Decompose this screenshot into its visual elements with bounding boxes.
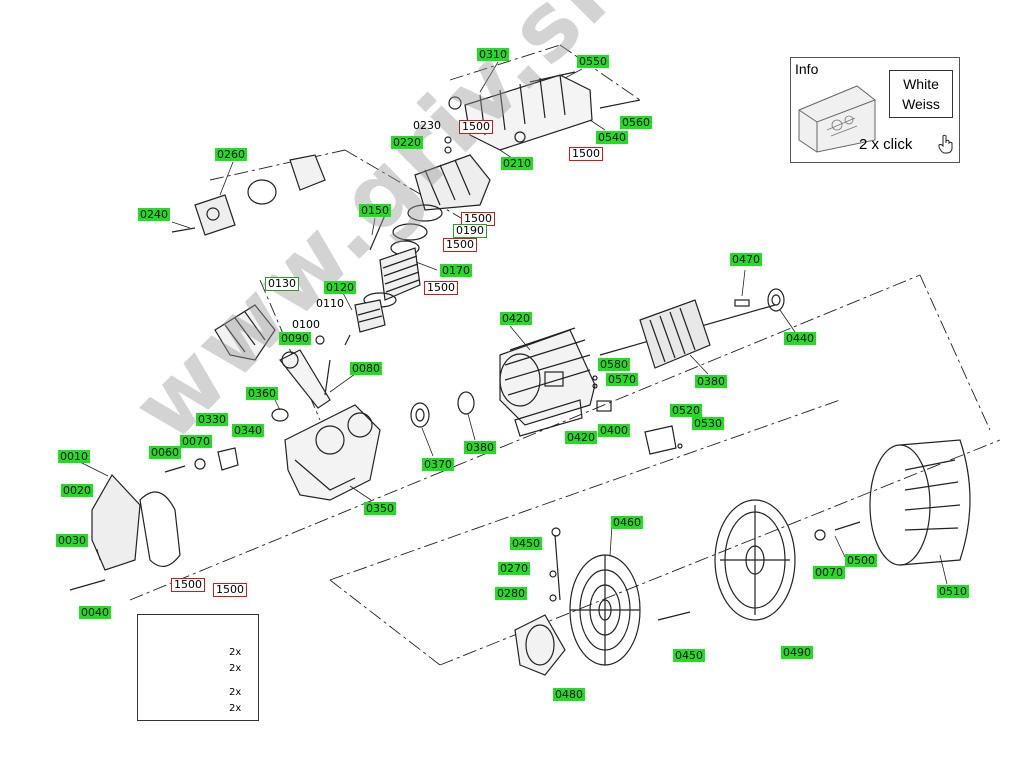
part-label-0210[interactable]: 0210 — [501, 157, 533, 170]
part-label-0080[interactable]: 0080 — [350, 362, 382, 375]
part-label-0090[interactable]: 0090 — [279, 332, 311, 345]
air-filter — [171, 154, 326, 236]
leader-lines — [79, 61, 948, 585]
part-label-0450-rod[interactable]: 0450 — [673, 649, 705, 662]
part-label-0240[interactable]: 0240 — [138, 208, 170, 221]
inset-qty-3: 2x — [229, 687, 242, 698]
inset-qty-1: 2x — [229, 647, 242, 658]
cylinder-head-manifold — [448, 71, 641, 151]
white-weiss-button[interactable]: White Weiss — [889, 70, 953, 118]
product-thumbnail[interactable] — [797, 80, 877, 154]
part-label-0230[interactable]: 0230 — [413, 119, 441, 132]
small-parts-left — [164, 408, 289, 473]
part-label-0570[interactable]: 0570 — [606, 373, 638, 386]
click-hint: 2 x click — [859, 136, 913, 153]
part-label-0120[interactable]: 0120 — [324, 281, 356, 294]
cylinder-left — [214, 304, 276, 361]
part-label-0480[interactable]: 0480 — [553, 688, 585, 701]
part-label-1500-plate[interactable]: 1500 — [443, 238, 477, 252]
part-label-0260[interactable]: 0260 — [215, 148, 247, 161]
part-label-1500-head[interactable]: 1500 — [459, 120, 493, 134]
part-label-0020[interactable]: 0020 — [61, 484, 93, 497]
part-label-0060[interactable]: 0060 — [149, 446, 181, 459]
part-label-0520[interactable]: 0520 — [670, 404, 702, 417]
info-title: Info — [795, 61, 819, 77]
part-label-0370[interactable]: 0370 — [422, 458, 454, 471]
part-label-0010[interactable]: 0010 — [58, 450, 90, 463]
part-label-1500-cylinder[interactable]: 1500 — [424, 281, 458, 295]
part-label-0510[interactable]: 0510 — [937, 585, 969, 598]
part-label-0380-bearing[interactable]: 0380 — [464, 441, 496, 454]
part-label-0310[interactable]: 0310 — [477, 48, 509, 61]
pointer-hand-icon — [938, 134, 953, 154]
part-label-0490[interactable]: 0490 — [781, 646, 813, 659]
fan-cover — [869, 439, 971, 566]
part-label-0580[interactable]: 0580 — [598, 358, 630, 371]
inset-qty-4: 2x — [229, 703, 242, 714]
part-label-0340[interactable]: 0340 — [232, 424, 264, 437]
part-label-0190[interactable]: 0190 — [453, 224, 487, 238]
cylinder-head — [414, 136, 491, 211]
info-panel: Info White Weiss 2 x click — [790, 57, 960, 163]
part-label-0470[interactable]: 0470 — [730, 253, 762, 266]
bearings — [410, 288, 785, 428]
part-label-0420-housing[interactable]: 0420 — [500, 312, 532, 325]
motor-end-shield — [514, 527, 566, 676]
part-label-0030[interactable]: 0030 — [56, 534, 88, 547]
part-label-0350[interactable]: 0350 — [364, 502, 396, 515]
button-label-english: White — [903, 76, 939, 92]
part-label-0550[interactable]: 0550 — [577, 55, 609, 68]
part-label-0360[interactable]: 0360 — [246, 387, 278, 400]
part-label-0270[interactable]: 0270 — [498, 562, 530, 575]
part-label-0070-upper[interactable]: 0070 — [180, 435, 212, 448]
part-label-0070-lower[interactable]: 0070 — [813, 566, 845, 579]
crankcase — [284, 404, 381, 501]
part-label-1500-cover[interactable]: 1500 — [171, 578, 205, 592]
part-label-0170[interactable]: 0170 — [440, 264, 472, 277]
part-label-0130[interactable]: 0130 — [265, 277, 299, 291]
part-label-0400[interactable]: 0400 — [598, 424, 630, 437]
part-label-0330[interactable]: 0330 — [196, 413, 228, 426]
gasket-set-inset: 2x 2x 2x 2x — [137, 614, 259, 721]
connecting-rod — [279, 349, 331, 409]
part-label-0100[interactable]: 0100 — [292, 318, 320, 331]
fan-guard — [569, 554, 691, 666]
piston-assembly — [315, 299, 386, 346]
motor-housing — [499, 327, 596, 437]
part-label-0540[interactable]: 0540 — [596, 131, 628, 144]
part-label-0280[interactable]: 0280 — [495, 587, 527, 600]
part-label-0220[interactable]: 0220 — [391, 136, 423, 149]
part-label-1500-manifold[interactable]: 1500 — [569, 147, 603, 161]
cylinder-barrel — [363, 247, 421, 308]
part-label-0500[interactable]: 0500 — [845, 554, 877, 567]
crankcase-cover — [69, 473, 181, 591]
inset-qty-2: 2x — [229, 663, 242, 674]
fan-wheel — [714, 499, 861, 621]
terminal-box-parts — [592, 375, 683, 455]
assembly-axis-lines — [129, 44, 1001, 666]
part-label-0460[interactable]: 0460 — [611, 516, 643, 529]
part-label-0420-base[interactable]: 0420 — [565, 431, 597, 444]
part-label-0560[interactable]: 0560 — [620, 116, 652, 129]
button-label-german: Weiss — [902, 96, 940, 112]
part-label-0450-bolt[interactable]: 0450 — [510, 537, 542, 550]
part-label-0040[interactable]: 0040 — [79, 606, 111, 619]
part-label-0440[interactable]: 0440 — [784, 332, 816, 345]
part-label-1500-inset[interactable]: 1500 — [213, 583, 247, 597]
part-label-0530[interactable]: 0530 — [692, 417, 724, 430]
part-label-0380-rotor[interactable]: 0380 — [695, 375, 727, 388]
part-label-0150[interactable]: 0150 — [359, 204, 391, 217]
part-label-0110[interactable]: 0110 — [316, 297, 344, 310]
rotor — [599, 299, 776, 369]
